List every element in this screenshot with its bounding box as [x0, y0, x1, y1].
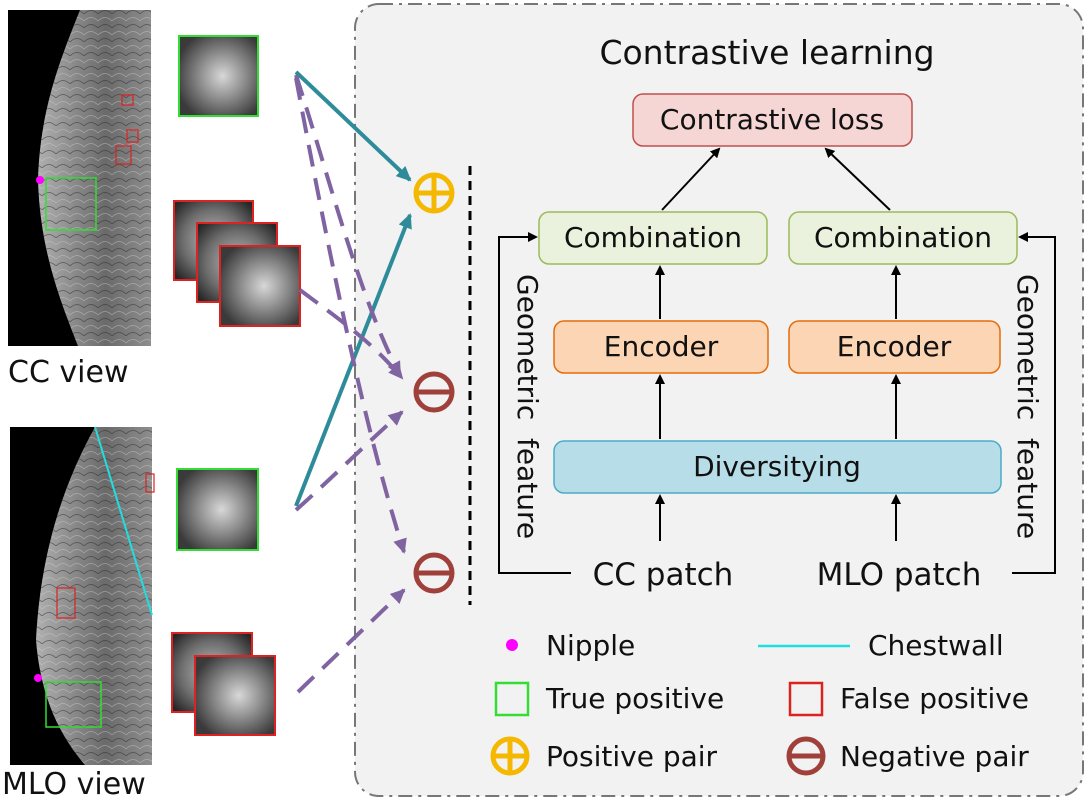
mlo-false-positive-box: [56, 587, 76, 619]
cc-mammogram: [8, 10, 151, 346]
negative-arrow-cc-fp: [298, 288, 404, 380]
true-positive-legend-icon: [494, 681, 530, 717]
contrastive-loss-label: Contrastive loss: [660, 103, 884, 136]
legend-false-positive: False positive: [840, 682, 1029, 715]
cc-false-positive-patches: [173, 200, 301, 327]
contrastive-loss-box: [632, 93, 913, 147]
encoder-label-right: Encoder: [837, 330, 952, 363]
combination-label-left: Combination: [564, 221, 742, 254]
mlo-false-positive-box: [145, 473, 155, 493]
mlo-patch-label: MLO patch: [817, 557, 982, 593]
negative-arrow-cc-tp: [294, 74, 402, 377]
false-positive-legend-icon: [788, 681, 824, 717]
negative-arrow-mlo-tp: [294, 410, 404, 512]
legend-true-positive: True positive: [545, 682, 724, 715]
nipple-legend-icon: [506, 639, 518, 651]
architecture-arrows: [498, 147, 1056, 574]
cc-true-positive-box: [45, 177, 97, 231]
mlo-view-label: MLO view: [2, 767, 146, 802]
mlo-chestwall-line: [94, 426, 153, 616]
cc-nipple-marker: [36, 176, 44, 184]
cc-patch-label: CC patch: [593, 557, 734, 593]
diversifying-box: [553, 440, 1002, 494]
negative-pair-legend-icon: [786, 736, 826, 776]
mlo-mammogram: [10, 426, 155, 765]
positive-pair-legend-icon: [490, 736, 530, 776]
geometric-feature-label-left: Geometric feature: [511, 274, 544, 539]
cc-false-positive-box: [121, 94, 134, 106]
mlo-true-positive-box: [45, 681, 102, 728]
combination-label-right: Combination: [814, 221, 992, 254]
cc-false-positive-box: [115, 145, 132, 165]
combination-box-left: [538, 211, 768, 265]
encoder-box-left: [553, 320, 769, 374]
mlo-false-positive-patches: [171, 632, 276, 736]
negative-pair-symbol: [413, 371, 455, 413]
negative-arrow-mlo-fp: [296, 588, 406, 694]
legend-positive-pair: Positive pair: [546, 740, 718, 773]
negative-pair-symbol: [413, 552, 455, 594]
mlo-nipple-marker: [34, 674, 42, 682]
cc-view-label: CC view: [8, 355, 129, 390]
legend: Nipple Chestwall True positive False pos…: [490, 629, 1029, 776]
diversifying-label: Diversitying: [693, 450, 861, 483]
positive-pair-symbol: [413, 172, 455, 214]
geometric-feature-label-right: Geometric feature: [1011, 274, 1044, 539]
negative-arrow-cc-tp-2: [294, 77, 407, 554]
combination-box-right: [788, 211, 1018, 265]
encoder-box-right: [788, 320, 1001, 374]
legend-chestwall: Chestwall: [868, 629, 1004, 662]
contrastive-panel: [354, 3, 1084, 797]
positive-arrow-cc: [294, 70, 412, 182]
cc-false-positive-box: [126, 129, 139, 143]
legend-nipple: Nipple: [546, 629, 635, 662]
mlo-true-positive-patch: [176, 468, 259, 551]
legend-negative-pair: Negative pair: [840, 740, 1029, 773]
panel-title: Contrastive learning: [599, 33, 934, 72]
pairing-arrows: [294, 70, 412, 694]
encoder-label-left: Encoder: [604, 330, 719, 363]
cc-true-positive-patch: [178, 35, 259, 117]
